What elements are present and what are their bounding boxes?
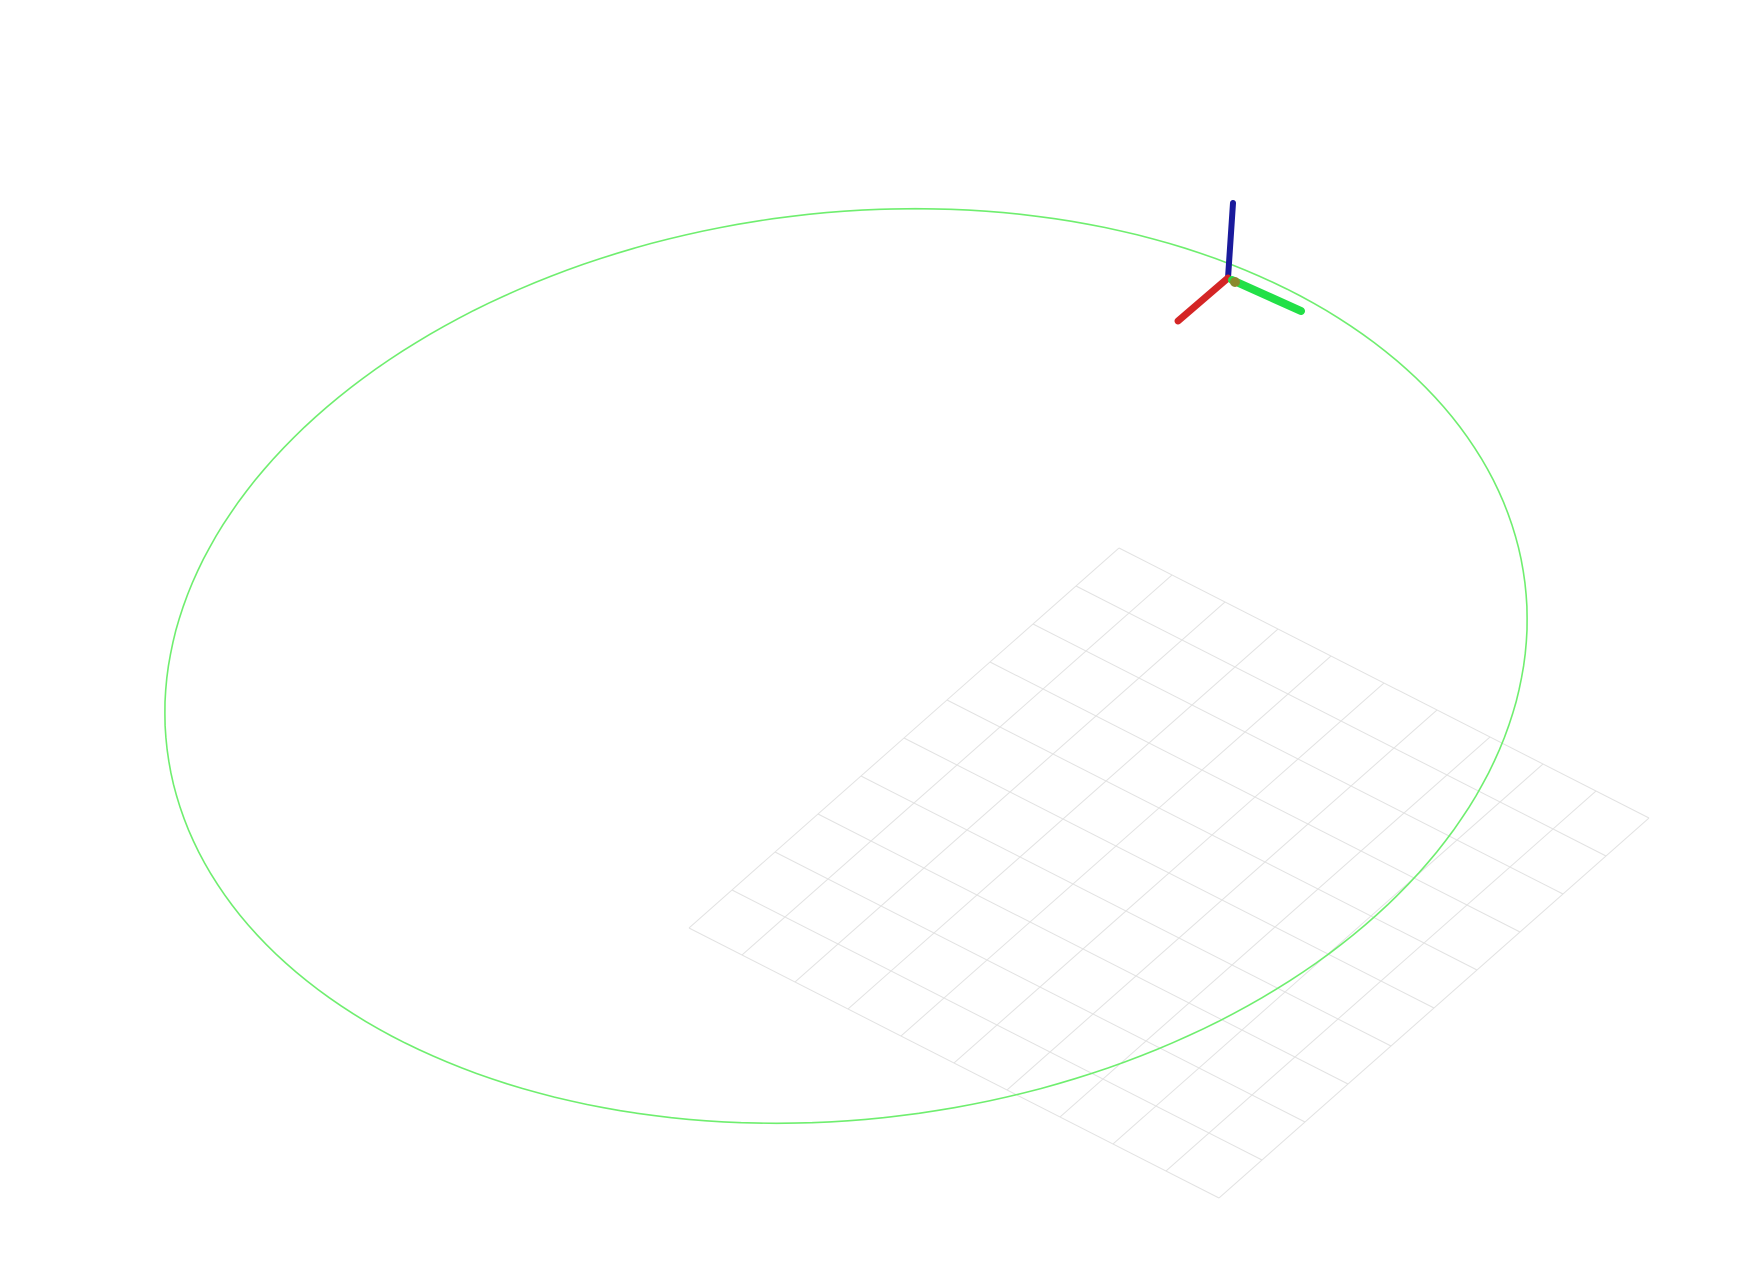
x-axis: [1174, 274, 1232, 325]
y-axis: [1228, 276, 1305, 315]
grid-line: [731, 889, 1263, 1161]
grid-line: [688, 927, 1220, 1199]
grid-line: [817, 813, 1349, 1085]
grid-line: [1165, 790, 1597, 1172]
grid-line: [1059, 736, 1491, 1118]
grid-line: [1218, 817, 1650, 1199]
frame-origin: [1230, 277, 1240, 287]
grid-line: [860, 775, 1392, 1047]
coordinate-frame-axes: [1174, 200, 1305, 325]
grid-line: [1006, 709, 1438, 1091]
grid-line: [774, 851, 1306, 1123]
trajectory-path: [164, 207, 1528, 1125]
grid-line: [953, 682, 1385, 1064]
z-axis: [1225, 200, 1236, 281]
ground-grid: [688, 547, 1650, 1199]
